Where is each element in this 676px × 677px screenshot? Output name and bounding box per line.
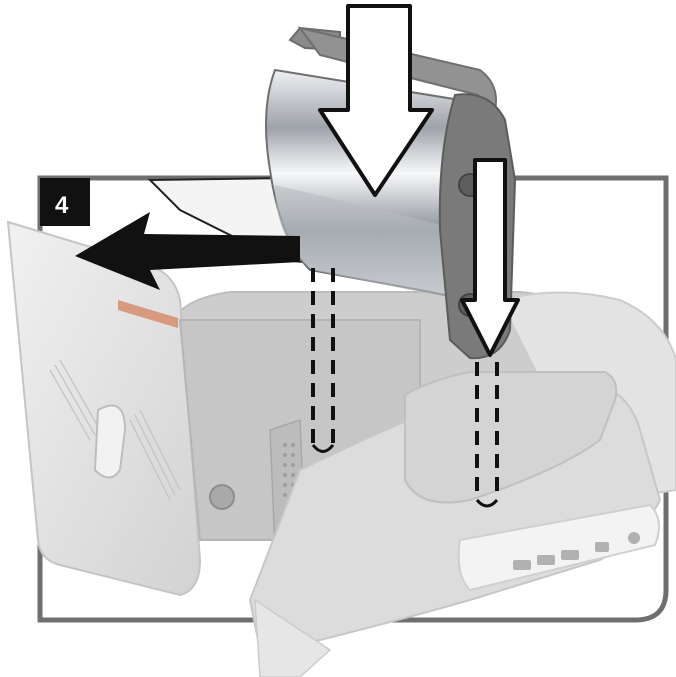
control-button (561, 550, 579, 560)
step-frame (37, 175, 669, 623)
step-number: 4 (55, 192, 69, 219)
machine-front-lid (404, 371, 618, 504)
heat-roller-bar (118, 300, 178, 328)
control-button (513, 560, 531, 570)
film-roller-lower (275, 185, 462, 300)
lid-latch (93, 404, 127, 479)
control-button (595, 542, 609, 552)
align-down-arrow (460, 158, 520, 357)
machine-foot (254, 598, 332, 677)
step-badge: 4 (40, 178, 90, 226)
laminator-machine (6, 220, 676, 677)
pull-film-arrow (75, 212, 300, 290)
lid-vent-grille (49, 359, 181, 501)
roller-shaft-end (209, 484, 235, 510)
left-guide-path (311, 268, 335, 453)
right-guide-path (475, 362, 499, 508)
control-button (537, 555, 555, 565)
insert-down-arrow (318, 4, 434, 197)
control-panel (513, 532, 640, 570)
machine-front-panel (457, 503, 660, 592)
power-button (628, 532, 640, 544)
step-badge-box (40, 178, 90, 226)
